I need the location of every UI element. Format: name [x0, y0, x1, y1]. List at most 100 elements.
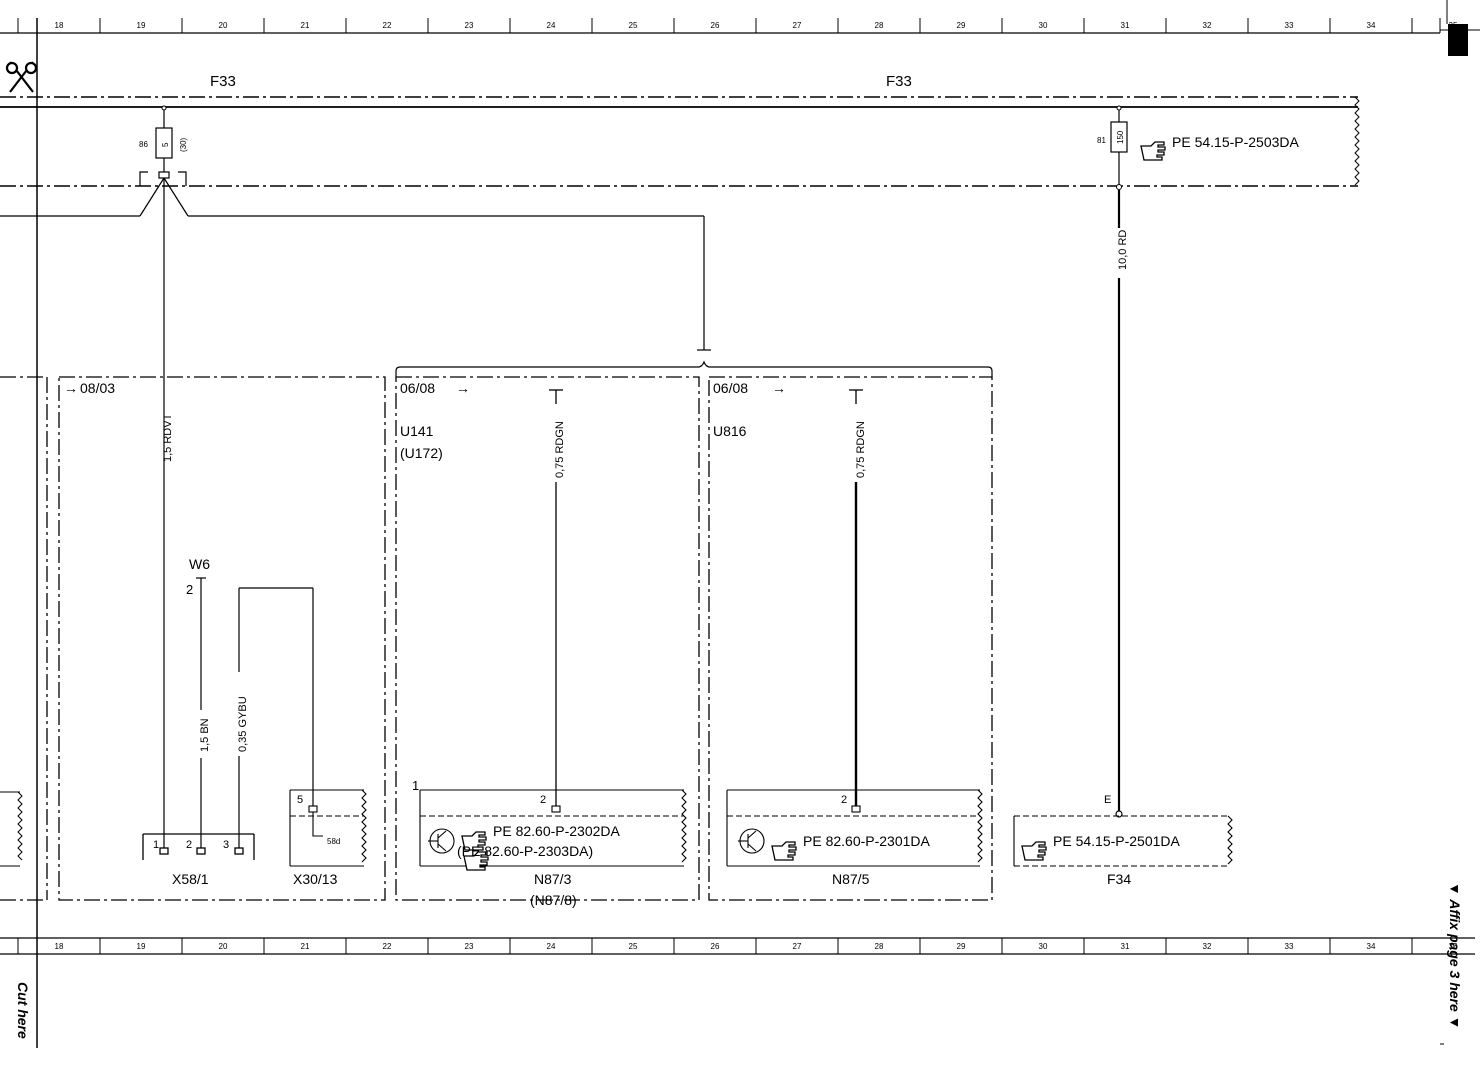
- ruler-number: 32: [1203, 942, 1212, 951]
- corner-marker: [1440, 0, 1480, 56]
- ruler-number: 29: [957, 21, 966, 30]
- ruler-number: 28: [875, 21, 884, 30]
- wire-label-w4: 0,75 RDGN: [554, 421, 566, 478]
- ruler-number: 33: [1285, 942, 1294, 951]
- ruler-number: 20: [219, 21, 228, 30]
- box-b-pin: 2: [540, 794, 546, 806]
- wire-label-w1: 1,5 RDVT: [162, 413, 174, 462]
- connector-pin-3: 3: [223, 839, 229, 851]
- x30-label: X30/13: [293, 871, 338, 887]
- box-a-arrow: →: [64, 380, 78, 396]
- box-a-wires: [163, 577, 314, 848]
- ruler-number: 33: [1285, 21, 1294, 30]
- component-n87-5: [726, 789, 983, 867]
- left-fuse: [0, 105, 711, 836]
- box-c-wire: [849, 389, 863, 806]
- ruler-number: 35: [1449, 942, 1458, 951]
- affix-label: ▼ Affix page 3 here ▼: [1447, 882, 1463, 1030]
- bottom-ruler: [0, 937, 1475, 955]
- hand-pointer-icon: [1021, 841, 1047, 861]
- fuse-rail-label-right: F33: [886, 73, 912, 90]
- component-f34: [1013, 815, 1233, 867]
- left-partial-connector: [0, 791, 23, 867]
- wire-label-w6: 10,0 RD: [1117, 230, 1129, 270]
- ruler-number: 21: [301, 942, 310, 951]
- ruler-number: 19: [137, 942, 146, 951]
- ruler-number: 19: [137, 21, 146, 30]
- box-b-arrow: →: [456, 380, 470, 396]
- box-b-code1: U141: [400, 423, 434, 439]
- box-b-label2: (N87/8): [530, 892, 577, 908]
- ruler-number: 25: [629, 942, 638, 951]
- ruler-number: 26: [711, 942, 720, 951]
- box-b-wire: [549, 389, 563, 806]
- ruler-number: 25: [629, 21, 638, 30]
- ruler-number: 22: [383, 21, 392, 30]
- ground-label: W6: [189, 556, 210, 572]
- ruler-number: 18: [55, 942, 64, 951]
- ruler-number: 23: [465, 21, 474, 30]
- wire-label-w5: 0,75 RDGN: [855, 421, 867, 478]
- ground-pin: 2: [186, 582, 193, 597]
- ruler-number: 22: [383, 942, 392, 951]
- ruler-number: 26: [711, 21, 720, 30]
- box-b-date: 06/08: [400, 380, 435, 396]
- connector-x30-13: [289, 789, 367, 867]
- box-b-label: N87/3: [534, 871, 572, 887]
- hand-pointer-icon: [1140, 141, 1166, 161]
- x30-pin: 5: [297, 794, 303, 806]
- ruler-number: 23: [465, 942, 474, 951]
- ruler-number: 31: [1121, 21, 1130, 30]
- left-fuse-terminal: 86: [139, 140, 148, 149]
- component-n87-3: [419, 789, 687, 867]
- fuse-rail-label-left: F33: [210, 73, 236, 90]
- ruler-number: 20: [219, 942, 228, 951]
- ruler-number: 27: [793, 942, 802, 951]
- cut-here-label: Cut here: [15, 982, 31, 1039]
- right-fuse-rating: 150: [1116, 130, 1125, 144]
- right-fuse-terminal: 81: [1097, 136, 1106, 145]
- ruler-number: 24: [547, 21, 556, 30]
- box-c-arrow: →: [772, 380, 786, 396]
- box-c-label: N87/5: [832, 871, 870, 887]
- fuse-rail: [0, 96, 1360, 187]
- ruler-number: 32: [1203, 21, 1212, 30]
- box-b-code2: (U172): [400, 445, 443, 461]
- top-ruler-ticks: [17, 18, 1413, 33]
- box-d-pin: E: [1104, 794, 1111, 806]
- connector-pin-2: 2: [186, 839, 192, 851]
- module-bracket: [395, 360, 993, 377]
- box-a-date: 08/03: [80, 380, 115, 396]
- box-b-ref1[interactable]: PE 82.60-P-2302DA: [493, 823, 621, 839]
- left-fuse-rating: 5: [161, 142, 170, 147]
- box-c-date: 06/08: [713, 380, 748, 396]
- ruler-number: 30: [1039, 942, 1048, 951]
- ruler-number: 18: [55, 21, 64, 30]
- wire-label-w2: 1,5 BN: [199, 718, 211, 752]
- right-fuse: [1110, 105, 1128, 818]
- ruler-number: 21: [301, 21, 310, 30]
- ruler-number: 28: [875, 942, 884, 951]
- box-b-pin-top: 1: [412, 778, 419, 793]
- ruler-number: 34: [1367, 942, 1376, 951]
- top-ruler: [0, 18, 1441, 1048]
- connector-pin-1: 1: [153, 839, 159, 851]
- ruler-number: 24: [547, 942, 556, 951]
- hand-pointer-icon: [771, 841, 797, 861]
- bottom-ruler-ticks: [17, 938, 1413, 954]
- box-c-code: U816: [713, 423, 747, 439]
- connector-x58-1: [142, 833, 255, 860]
- ruler-number: 29: [957, 942, 966, 951]
- box-b-ref2[interactable]: (PE 82.60-P-2303DA): [457, 843, 593, 859]
- scissors-icon: [5, 61, 38, 93]
- connector-label: X58/1: [172, 871, 209, 887]
- x30-term: 58d: [327, 837, 340, 846]
- right-fuse-ref[interactable]: PE 54.15-P-2503DA: [1172, 134, 1300, 150]
- left-fuse-extra: (30): [179, 137, 188, 152]
- box-c-ref[interactable]: PE 82.60-P-2301DA: [803, 833, 931, 849]
- ruler-number: 27: [793, 21, 802, 30]
- box-d-ref[interactable]: PE 54.15-P-2501DA: [1053, 833, 1181, 849]
- box-c-pin: 2: [841, 794, 847, 806]
